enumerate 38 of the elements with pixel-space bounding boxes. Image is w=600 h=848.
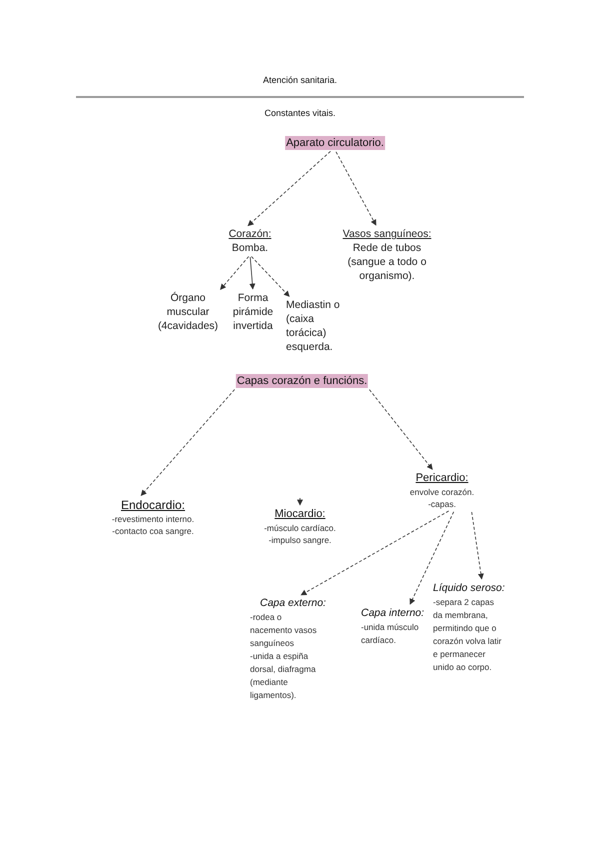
arrow — [249, 256, 256, 290]
arrow — [248, 150, 331, 226]
concept-text: Forma pirámide invertida — [226, 291, 280, 333]
body-text: Rede de tubos (sangue a todo o organismo). — [346, 241, 428, 283]
arrow — [471, 512, 484, 580]
heading-text: Capa interno: — [361, 606, 424, 621]
body-text: -impulso sangre. — [268, 534, 332, 546]
body-text: envolve corazón. — [410, 486, 474, 498]
arrow — [300, 510, 450, 596]
concept-text: Mediastin o (caixa torácica) esquerda. — [286, 298, 344, 354]
heading-text: Pericardio: — [416, 471, 468, 486]
heading-text: Miocardio: — [274, 507, 326, 522]
heading-text: Corazón: — [228, 227, 272, 241]
heading-text: Capa externo: — [260, 596, 326, 611]
heading-text: Endocardio: — [120, 497, 186, 513]
body-text: -músculo cardíaco. — [264, 522, 336, 534]
body-text: -separa 2 capas da membrana, permitindo que o corazón volva latir e permanecer unido ao corpo. — [433, 596, 503, 674]
arrow — [297, 498, 303, 506]
subtitle-text: Constantes vitais. — [263, 107, 337, 119]
arrow — [140, 389, 235, 496]
highlighted-topic: Capas corazón e funcións. — [236, 374, 368, 388]
arrow — [336, 151, 376, 226]
header-text: Atención sanitaria. — [262, 74, 338, 86]
body-text: -capas. — [428, 498, 456, 510]
arrow — [369, 389, 433, 470]
body-text: -revestimento interno. — [112, 513, 194, 525]
body-text: -rodea o nacemento vasos sanguíneos — [250, 611, 318, 650]
body-text: -contacto coa sangre. — [112, 525, 194, 537]
concept-text: Órgano muscular (4cavidades) — [151, 291, 225, 333]
heading-text: Líquido seroso: — [433, 581, 505, 596]
body-text: -unida a espiña dorsal, diafragma (mediante ligamentos). — [250, 650, 317, 702]
heading-text: Vasos sanguíneos: — [342, 227, 432, 241]
arrow — [251, 256, 290, 297]
highlighted-topic: Aparato circulatorio. — [285, 136, 385, 150]
body-text: Bomba. — [232, 241, 268, 255]
arrow — [220, 256, 250, 290]
body-text: -unida músculo cardíaco. — [361, 621, 420, 647]
arrow — [410, 511, 454, 605]
